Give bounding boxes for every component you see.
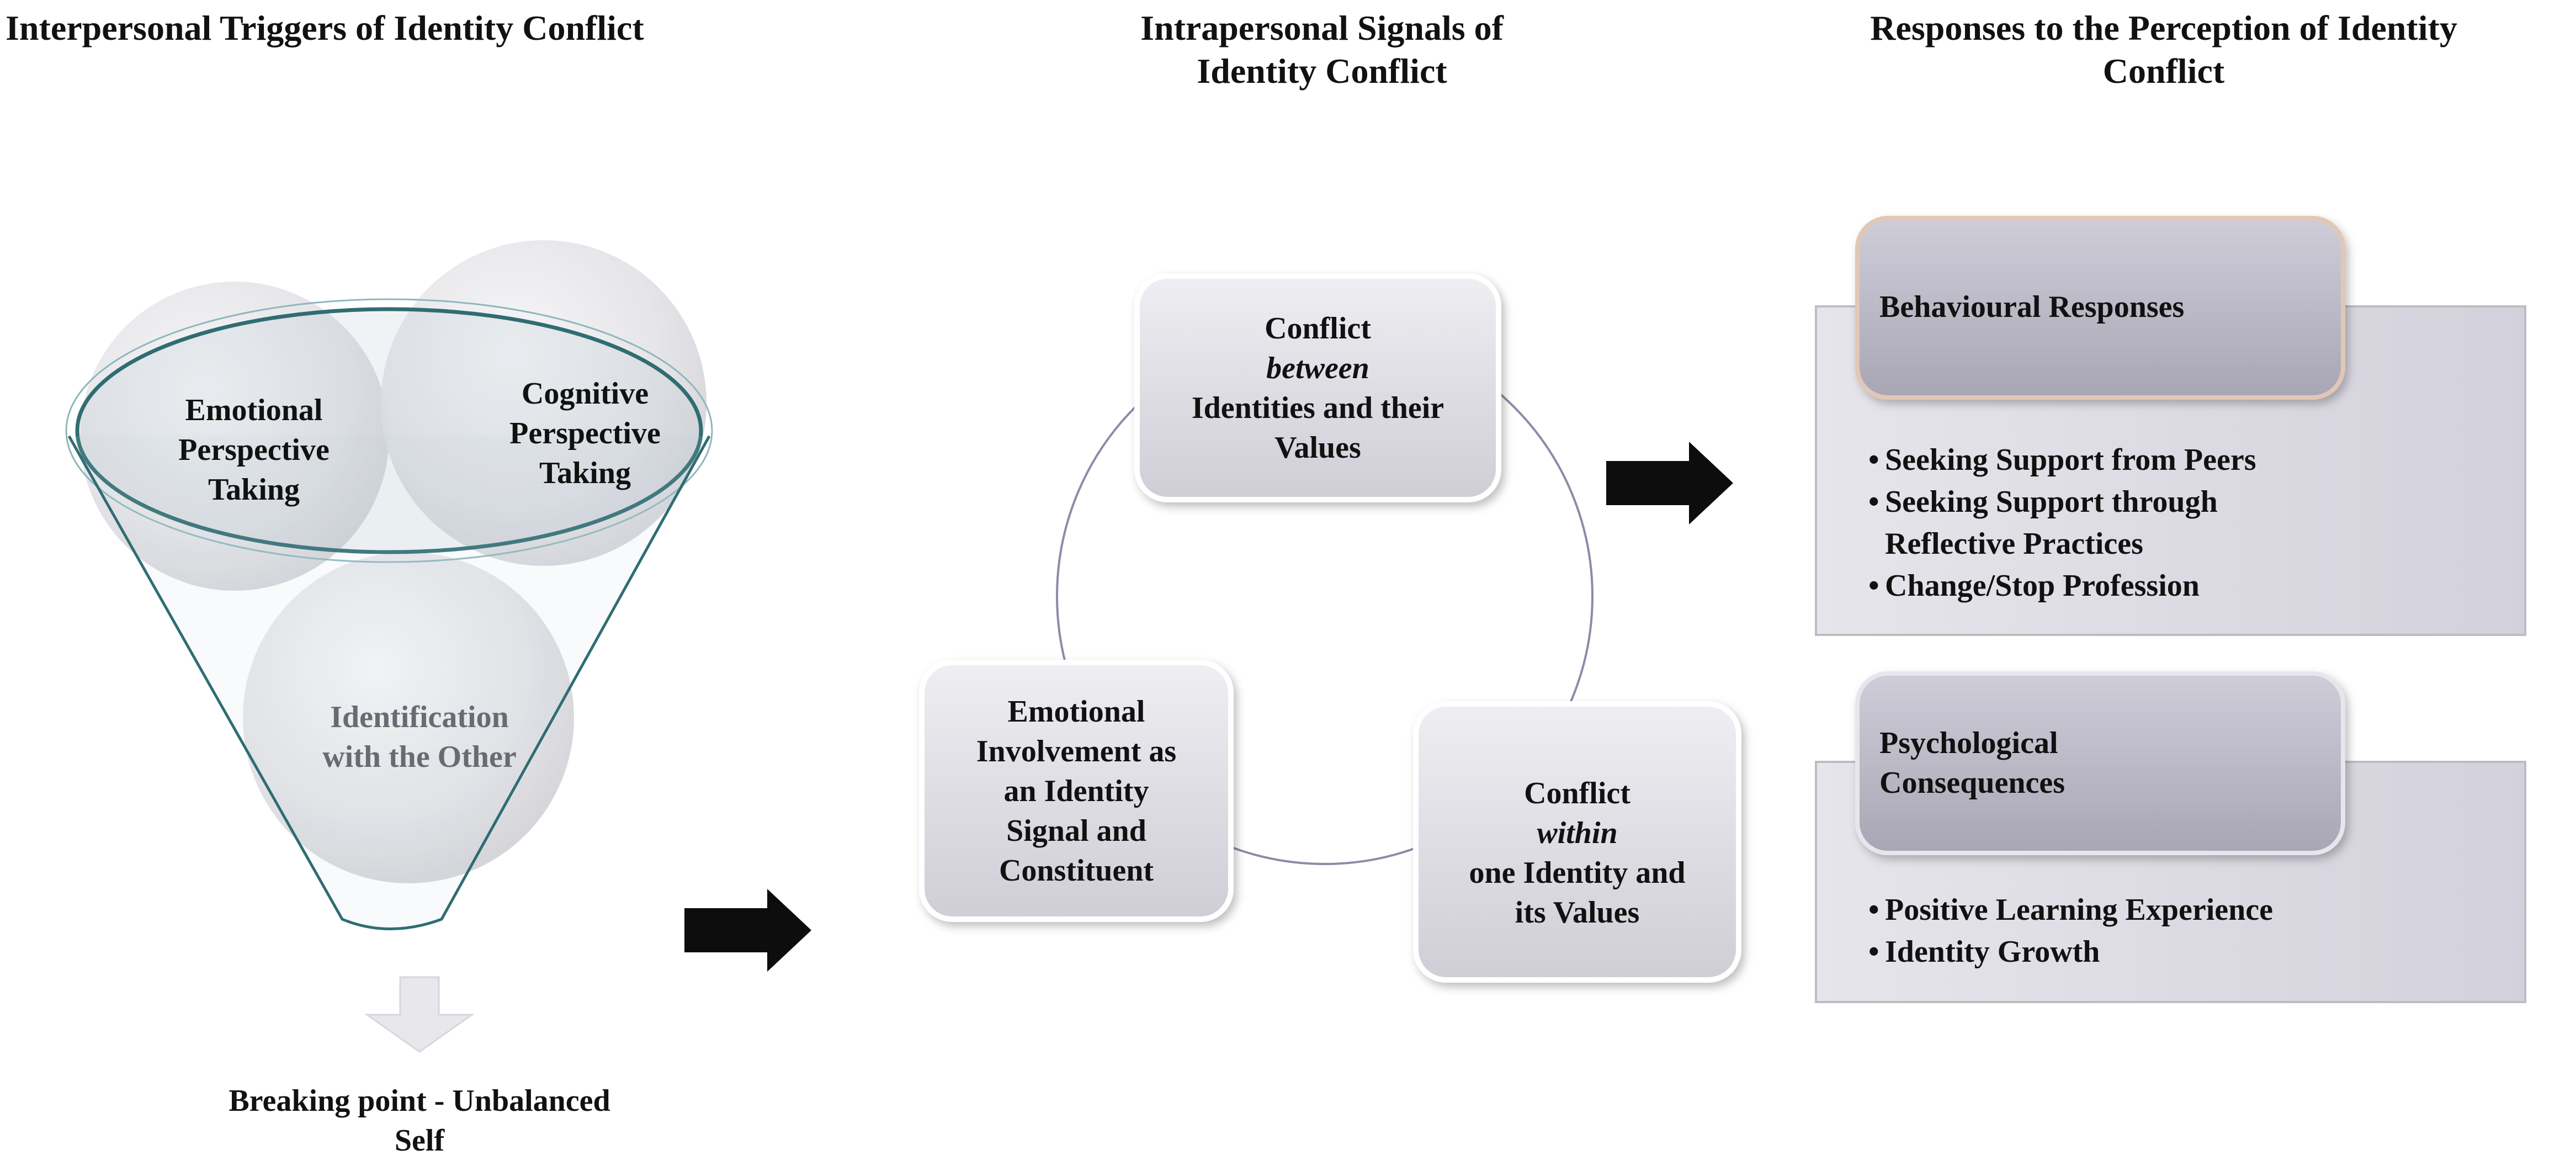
- identification-label: Identification with the Other: [276, 693, 563, 781]
- breaking-point-line-2: Self: [394, 1123, 445, 1158]
- between-line-2: Identities and their: [1191, 390, 1444, 425]
- down-arrow: [364, 976, 475, 1053]
- arrow-right-2: [1606, 442, 1733, 524]
- list-item: Seeking Support from Peers: [1868, 439, 2514, 481]
- funnel-body: [67, 435, 711, 930]
- heading-triggers-text: Interpersonal Triggers of Identity Confl…: [6, 8, 644, 47]
- emotional-line-1: Emotional: [185, 393, 323, 427]
- behavioural-title-text: Behavioural Responses: [1879, 290, 2185, 324]
- between-pre: Conflict: [1265, 311, 1371, 346]
- cognitive-perspective-label: Cognitive Perspective Taking: [458, 370, 712, 497]
- behavioural-list: Seeking Support from Peers Seeking Suppo…: [1868, 439, 2514, 607]
- breaking-point-label: Breaking point - Unbalanced Self: [166, 1079, 673, 1162]
- behavioural-tab: [1855, 216, 2345, 400]
- within-pre: Conflict: [1524, 776, 1630, 810]
- cognitive-circle: [381, 240, 707, 566]
- involvement-line-1: Emotional: [1007, 694, 1145, 729]
- involvement-line-5: Constituent: [998, 853, 1154, 888]
- cognitive-line-2: Perspective: [509, 416, 661, 451]
- cognitive-line-1: Cognitive: [521, 377, 649, 411]
- heading-signals-line-2: Identity Conflict: [1197, 51, 1447, 91]
- cognitive-line-3: Taking: [539, 456, 631, 490]
- conflict-between-label: Conflict between Identities and their Va…: [1137, 276, 1499, 500]
- involvement-line-4: Signal and: [1006, 813, 1146, 848]
- funnel-top-ellipse: [75, 307, 703, 554]
- funnel-inner-ellipse: [65, 298, 713, 563]
- identification-line-1: Identification: [330, 700, 509, 734]
- heading-responses-line-1: Responses to the Perception of Identity: [1870, 8, 2457, 47]
- breaking-point-line-1: Breaking point - Unbalanced: [229, 1084, 610, 1118]
- within-em: within: [1537, 816, 1618, 850]
- emotional-perspective-label: Emotional Perspective Taking: [127, 386, 381, 513]
- list-item: Change/Stop Profession: [1868, 565, 2514, 607]
- emotional-involvement-label: Emotional Involvement as an Identity Sig…: [922, 662, 1231, 919]
- list-item: Identity Growth: [1868, 931, 2514, 973]
- within-line-2: one Identity and: [1469, 856, 1686, 890]
- arrow-right-1: [684, 889, 811, 972]
- behavioural-title: Behavioural Responses: [1879, 287, 2332, 327]
- psychological-tab: [1855, 671, 2345, 855]
- signals-cycle: [919, 273, 1741, 983]
- between-em: between: [1266, 351, 1369, 385]
- triggers-venn: [65, 240, 713, 1053]
- node-within: [1413, 701, 1741, 983]
- psychological-title-line-1: Psychological: [1879, 726, 2058, 760]
- emotional-line-2: Perspective: [178, 433, 330, 467]
- involvement-line-2: Involvement as: [976, 734, 1177, 768]
- heading-responses: Responses to the Perception of Identity …: [1755, 7, 2572, 93]
- psychological-title: Psychological Consequences: [1879, 723, 2332, 803]
- psychological-title-line-2: Consequences: [1879, 766, 2065, 800]
- node-emotional-involvement: [919, 660, 1234, 922]
- heading-responses-line-2: Conflict: [2102, 51, 2225, 91]
- heading-triggers: Interpersonal Triggers of Identity Confl…: [6, 7, 867, 50]
- identification-circle: [243, 552, 574, 883]
- identification-line-2: with the Other: [322, 740, 517, 774]
- node-between: [1134, 273, 1501, 502]
- emotional-line-3: Taking: [208, 473, 300, 507]
- heading-signals-line-1: Intrapersonal Signals of: [1140, 8, 1504, 47]
- within-line-3: its Values: [1515, 895, 1640, 930]
- between-line-3: Values: [1274, 430, 1361, 465]
- conflict-within-label: Conflict within one Identity and its Val…: [1416, 743, 1739, 963]
- involvement-line-3: an Identity: [1003, 773, 1149, 808]
- psychological-list: Positive Learning Experience Identity Gr…: [1868, 889, 2514, 973]
- responses-boxes: [1815, 216, 2526, 1003]
- heading-signals: Intrapersonal Signals of Identity Confli…: [982, 7, 1661, 93]
- list-item: Positive Learning Experience: [1868, 889, 2514, 931]
